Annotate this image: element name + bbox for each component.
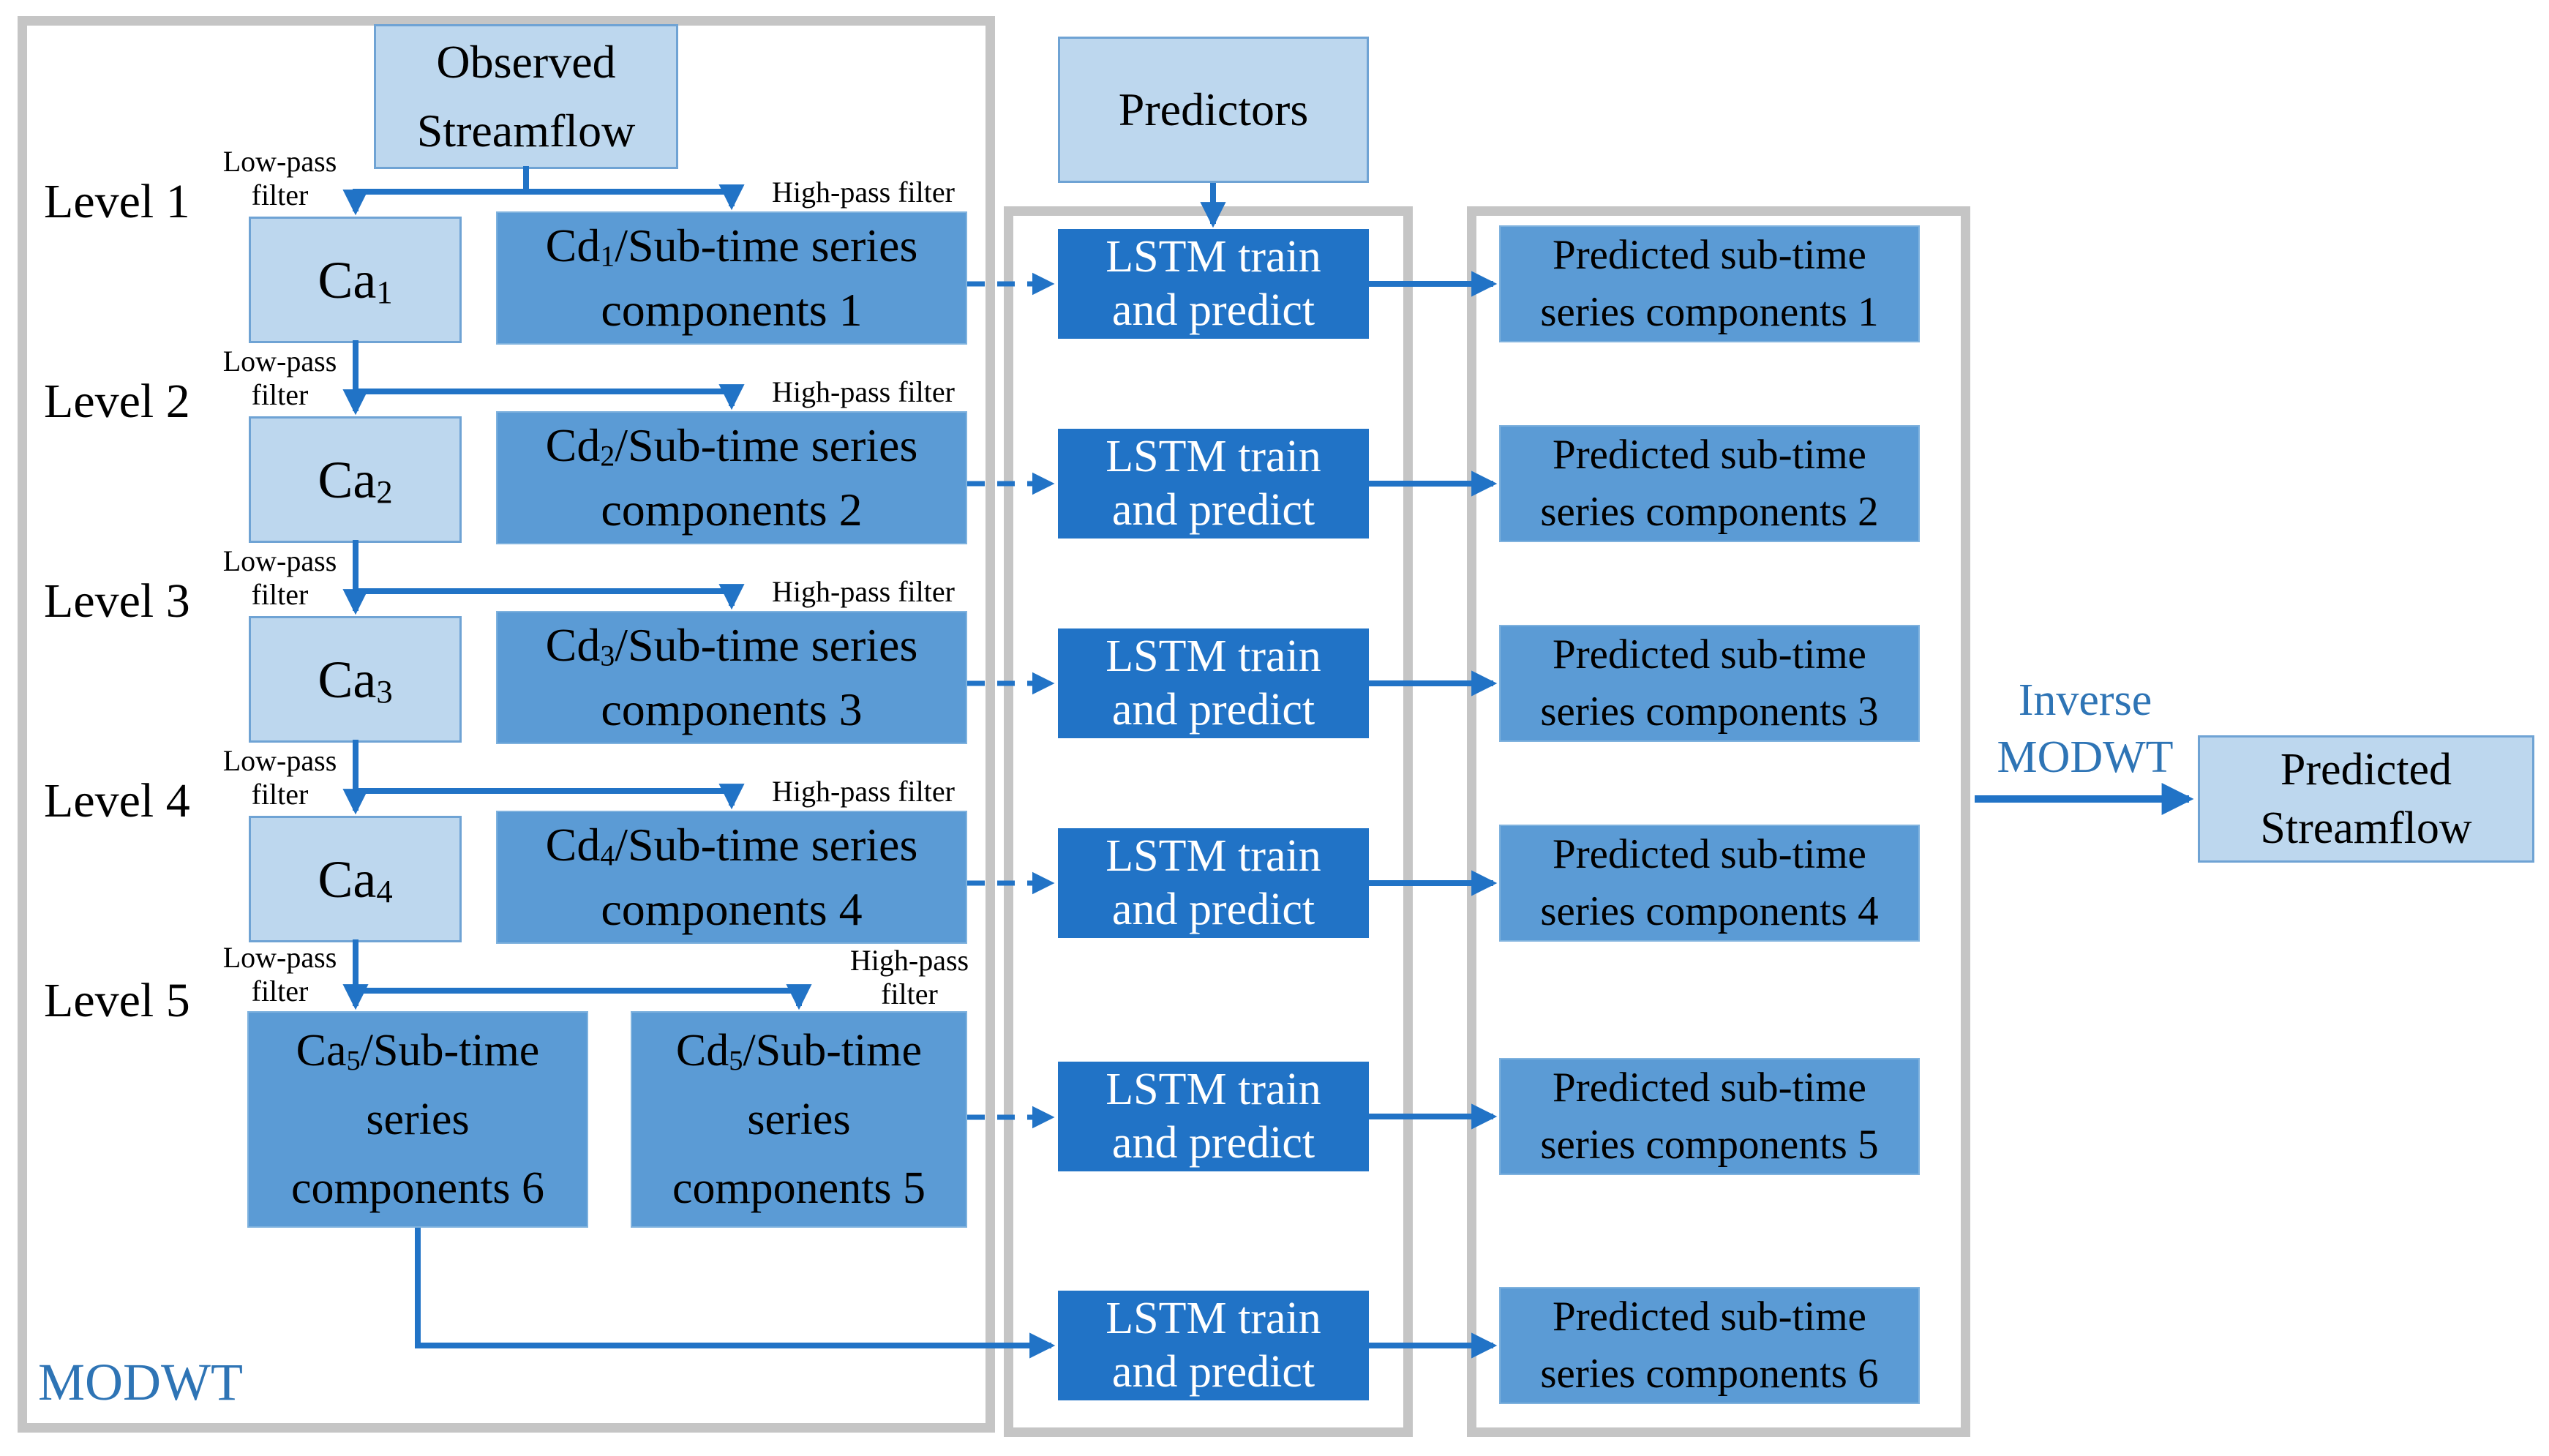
high-pass-label-4: High-pass filter xyxy=(772,775,955,808)
level-5-label: Level 5 xyxy=(44,974,190,1027)
predicted-box-1: Predicted sub-time series components 1 xyxy=(1499,225,1920,342)
predicted-panel xyxy=(1467,206,1970,1437)
cd5-box: Cd5/Sub-time series components 5 xyxy=(631,1011,967,1228)
lstm-box-6: LSTM train and predict xyxy=(1058,1291,1369,1400)
high-pass-label-1: High-pass filter xyxy=(772,176,955,209)
predictors-label: Predictors xyxy=(1118,83,1309,135)
lstm-box-4: LSTM train and predict xyxy=(1058,828,1369,938)
high-pass-label-2: High-pass filter xyxy=(772,375,955,408)
predicted-streamflow-box: Predicted Streamflow xyxy=(2198,735,2534,863)
low-pass-label-2: Low-pass filter xyxy=(222,345,337,411)
predicted-box-2: Predicted sub-time series components 2 xyxy=(1499,425,1920,542)
lstm-box-3: LSTM train and predict xyxy=(1058,628,1369,738)
predicted-box-3: Predicted sub-time series components 3 xyxy=(1499,625,1920,742)
low-pass-label-5: Low-pass filter xyxy=(222,941,337,1007)
lstm-panel xyxy=(1004,206,1413,1437)
cd1-box: Cd1/Sub-time series components 1 xyxy=(496,211,967,345)
lstm-box-2: LSTM train and predict xyxy=(1058,429,1369,539)
predicted-box-4: Predicted sub-time series components 4 xyxy=(1499,825,1920,942)
high-pass-label-5: High-pass filter xyxy=(849,944,969,1010)
cd4-box: Cd4/Sub-time series components 4 xyxy=(496,811,967,944)
low-pass-label-1: Low-pass filter xyxy=(222,145,337,211)
inverse-modwt-label: Inverse MODWT xyxy=(1997,675,2174,782)
cd2-box: Cd2/Sub-time series components 2 xyxy=(496,411,967,544)
lstm-box-5: LSTM train and predict xyxy=(1058,1062,1369,1171)
lstm-box-1: LSTM train and predict xyxy=(1058,229,1369,339)
modwt-panel xyxy=(18,16,995,1433)
level-1-label: Level 1 xyxy=(44,175,190,228)
predicted-box-5: Predicted sub-time series components 5 xyxy=(1499,1058,1920,1175)
level-4-label: Level 4 xyxy=(44,774,190,828)
ca2-box: Ca2 xyxy=(249,416,462,543)
observed-line2: Streamflow xyxy=(416,105,636,157)
high-pass-label-3: High-pass filter xyxy=(772,575,955,608)
level-2-label: Level 2 xyxy=(44,375,190,428)
predictors-box: Predictors xyxy=(1058,37,1369,183)
modwt-label: MODWT xyxy=(38,1353,243,1411)
ca3-box: Ca3 xyxy=(249,616,462,743)
observed-streamflow-box: Observed Streamflow xyxy=(374,24,678,169)
ca1-box: Ca1 xyxy=(249,217,462,343)
low-pass-label-4: Low-pass filter xyxy=(222,744,337,811)
predicted-box-6: Predicted sub-time series components 6 xyxy=(1499,1287,1920,1404)
cd3-box: Cd3/Sub-time series components 3 xyxy=(496,611,967,744)
level-3-label: Level 3 xyxy=(44,574,190,628)
ca5-box: Ca5/Sub-time series components 6 xyxy=(247,1011,588,1228)
ca4-box: Ca4 xyxy=(249,816,462,942)
low-pass-label-3: Low-pass filter xyxy=(222,544,337,611)
observed-line1: Observed xyxy=(436,36,616,88)
